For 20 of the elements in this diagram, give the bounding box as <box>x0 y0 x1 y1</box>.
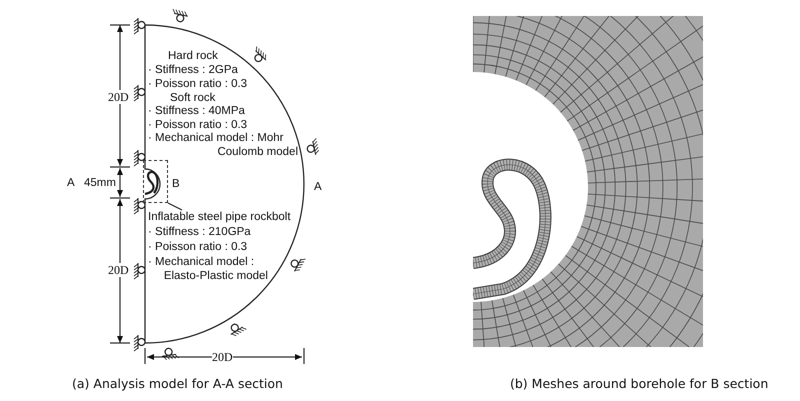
dimension-label: 20D <box>108 90 129 104</box>
figure-caption: (a) Analysis model for A-A section <box>72 377 283 391</box>
section-label: A <box>314 180 322 194</box>
material-heading: Inflatable steel pipe rockbolt <box>148 210 291 224</box>
leader-line <box>168 202 182 210</box>
property-text: · Stiffness : 2GPa <box>148 63 238 77</box>
dimension-label: 20D <box>108 263 129 277</box>
property-text: · Poisson ratio : 0.3 <box>148 77 248 91</box>
property-text: · Mechanical model : Mohr Coulomb model <box>148 131 298 159</box>
property-text: · Stiffness : 40MPa <box>148 104 245 118</box>
property-text: · Stiffness : 210GPa <box>148 225 251 239</box>
property-text: · Poisson ratio : 0.3 <box>148 118 248 132</box>
dimension-label: 20D <box>212 350 233 364</box>
property-text: · Poisson ratio : 0.3 <box>148 240 248 254</box>
section-label: B <box>172 177 180 191</box>
section-label: A <box>67 176 75 190</box>
material-heading: Soft rock <box>170 91 216 105</box>
property-text: · Mechanical model : Elasto-Plastic model <box>148 255 268 283</box>
material-heading: Hard rock <box>168 49 218 63</box>
figure-caption: (b) Meshes around borehole for B section <box>510 377 768 391</box>
